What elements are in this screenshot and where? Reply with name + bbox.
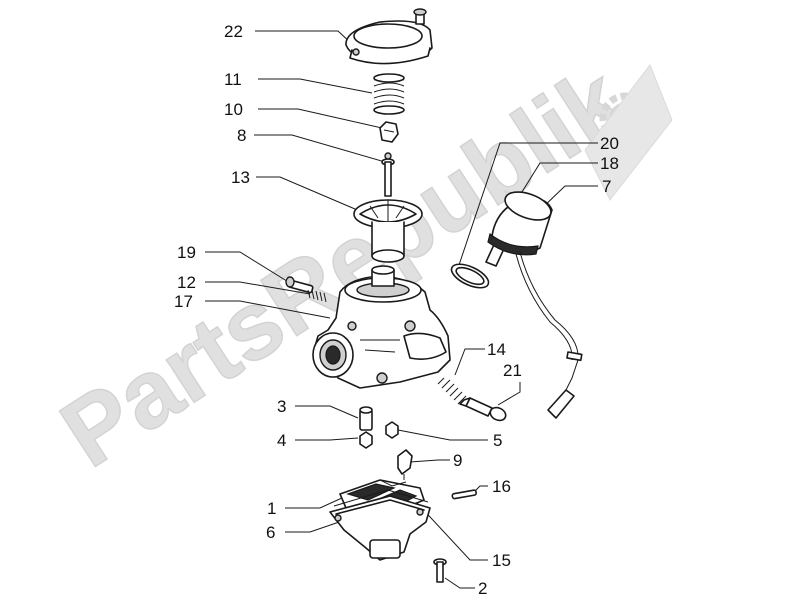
leader-7 [539, 185, 598, 211]
leader-21 [497, 382, 521, 406]
callout-20: 20 [600, 134, 619, 153]
part-slide-diaphragm [353, 199, 423, 263]
leader-12 [205, 281, 311, 295]
leader-4 [295, 437, 359, 441]
leader-5 [397, 429, 488, 441]
part-choke-actuator [485, 191, 583, 419]
leader-3 [295, 405, 359, 419]
part-float-pin [451, 489, 477, 500]
part-top-cover [345, 8, 433, 65]
leader-14 [454, 348, 485, 376]
callout-21: 21 [503, 361, 522, 380]
callout-numbers: 22 11 10 8 13 19 12 17 20 18 7 14 21 3 5… [174, 22, 619, 598]
leader-19 [205, 251, 291, 284]
callout-17: 17 [174, 292, 193, 311]
callout-9: 9 [453, 451, 462, 470]
part-float-bowl [329, 495, 431, 561]
callout-19: 19 [177, 243, 196, 262]
callout-4: 4 [277, 431, 286, 450]
callout-10: 10 [224, 100, 243, 119]
leader-20 [457, 142, 598, 269]
callout-11: 11 [224, 70, 242, 89]
callout-14: 14 [487, 340, 506, 359]
part-bowl-gasket [333, 489, 429, 507]
leader-13 [256, 176, 363, 213]
callout-5: 5 [493, 431, 502, 450]
leader-8 [254, 134, 386, 163]
callout-22: 22 [224, 22, 243, 41]
watermark-flag [584, 63, 673, 201]
callout-1: 1 [267, 499, 276, 518]
callout-3: 3 [277, 397, 286, 416]
leader-11 [258, 78, 373, 94]
leader-22 [255, 30, 353, 45]
callout-6: 6 [266, 523, 275, 542]
part-jet-holder [359, 406, 373, 431]
callout-2: 2 [478, 579, 487, 598]
part-spring [373, 73, 405, 115]
callout-15: 15 [492, 551, 511, 570]
watermark: PartsRepublik [42, 45, 673, 488]
leader-lines [205, 30, 598, 589]
part-idle-spring [437, 377, 467, 405]
part-carburetor-body [312, 265, 451, 389]
part-screw-19 [285, 276, 314, 294]
callout-16: 16 [492, 477, 511, 496]
part-idle-screw [459, 397, 507, 422]
leader-9 [409, 459, 450, 463]
callout-13: 13 [231, 168, 250, 187]
callout-12: 12 [177, 273, 196, 292]
callout-18: 18 [600, 154, 619, 173]
leader-10 [258, 108, 383, 129]
part-small-spring [307, 289, 327, 303]
part-pilot-jet [385, 421, 399, 439]
leader-17 [205, 300, 331, 319]
part-jet [359, 431, 373, 449]
callout-8: 8 [237, 126, 246, 145]
leader-2 [444, 577, 475, 589]
part-needle-retainer [379, 121, 399, 143]
part-float-needle [397, 449, 413, 480]
leader-6 [285, 519, 346, 533]
part-screw-2 [433, 558, 447, 583]
part-gasket-ring [450, 263, 490, 289]
callout-7: 7 [602, 177, 611, 196]
watermark-text: PartsRepublik [43, 46, 643, 488]
part-needle [381, 152, 395, 197]
